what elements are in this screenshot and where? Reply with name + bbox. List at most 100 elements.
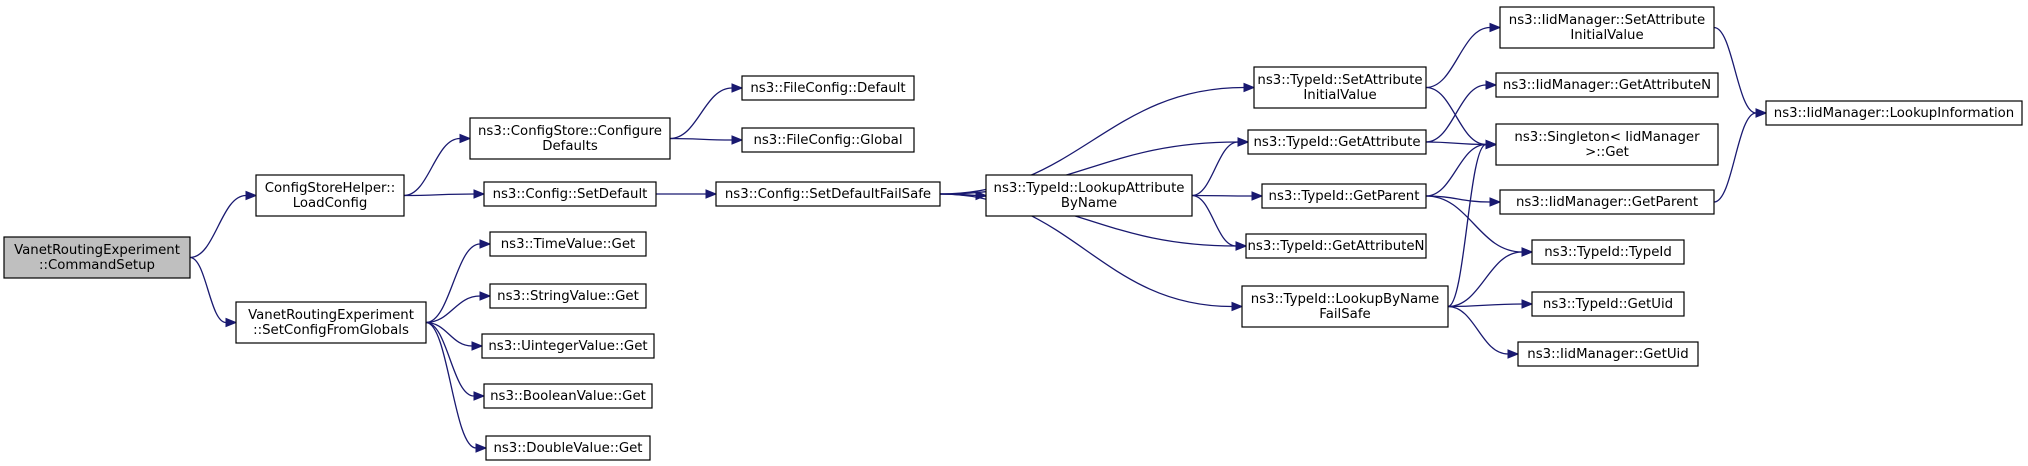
edge-tid-lkattr-to-tid-getattr: [1191, 137, 1250, 197]
arrowhead-icon: [731, 83, 744, 93]
node-uint-get[interactable]: ns3::UintegerValue::Get: [481, 333, 655, 359]
arrowhead-icon: [473, 391, 486, 401]
node-root[interactable]: VanetRoutingExperiment::CommandSetup: [3, 236, 191, 279]
node-box: [1495, 123, 1719, 166]
edge-tid-lkattr-to-tid-getpar: [1191, 191, 1264, 201]
edge-tid-lkbn-to-iid-getuid: [1447, 305, 1520, 359]
arrowhead-icon: [479, 291, 492, 301]
node-label: ns3::TypeId::GetUid: [1543, 297, 1673, 312]
node-box: [985, 174, 1193, 217]
edge-tid-lkbn-to-singleton: [1447, 139, 1498, 308]
node-label: ns3::TypeId::GetAttributeN: [1248, 239, 1425, 254]
edge-line: [1191, 194, 1253, 197]
node-dbl-get[interactable]: ns3::DoubleValue::Get: [485, 435, 651, 461]
edge-vre-setcfg-to-bool-get: [425, 321, 486, 401]
node-fc-default[interactable]: ns3::FileConfig::Default: [741, 75, 915, 101]
node-box: [1765, 100, 2023, 126]
edge-line: [425, 321, 473, 347]
node-vre-setcfg[interactable]: VanetRoutingExperiment::SetConfigFromGlo…: [235, 301, 427, 344]
node-cfg-sdfs[interactable]: ns3::Config::SetDefaultFailSafe: [715, 181, 941, 207]
node-bool-get[interactable]: ns3::BooleanValue::Get: [483, 383, 653, 409]
node-box: [1499, 6, 1715, 49]
arrowhead-icon: [475, 443, 488, 453]
node-iid-getpar[interactable]: ns3::IidManager::GetParent: [1499, 189, 1715, 215]
edge-tid-setinit-to-iid-setinit: [1425, 22, 1502, 89]
node-label: ns3::BooleanValue::Get: [490, 389, 646, 404]
edge-vre-setcfg-to-str-get: [425, 291, 492, 324]
node-box: [483, 383, 653, 409]
arrowhead-icon: [459, 133, 472, 144]
edge-line: [1425, 141, 1487, 146]
node-time-get[interactable]: ns3::TimeValue::Get: [489, 231, 647, 257]
node-label: ns3::IidManager::GetAttributeN: [1503, 78, 1711, 93]
node-label: InitialValue: [1570, 28, 1643, 43]
node-tid-getpar[interactable]: ns3::TypeId::GetParent: [1261, 183, 1427, 209]
edge-line: [403, 137, 461, 197]
arrowhead-icon: [1485, 80, 1498, 90]
node-str-get[interactable]: ns3::StringValue::Get: [489, 283, 647, 309]
arrowhead-icon: [731, 135, 744, 145]
arrowhead-icon: [1489, 197, 1502, 207]
node-label: ns3::IidManager::GetUid: [1527, 347, 1688, 362]
node-iid-lookup[interactable]: ns3::IidManager::LookupInformation: [1765, 100, 2023, 126]
node-box: [1531, 291, 1685, 317]
node-box: [3, 236, 191, 279]
edge-line: [1447, 305, 1509, 355]
node-label: VanetRoutingExperiment: [14, 243, 180, 258]
node-box: [1499, 189, 1715, 215]
node-label: >::Get: [1585, 145, 1629, 160]
node-box: [741, 75, 915, 101]
node-tid-getattrn[interactable]: ns3::TypeId::GetAttributeN: [1245, 233, 1427, 259]
edge-cfg-setdef-to-cfg-sdfs: [655, 189, 718, 199]
edge-tid-getattr-to-iid-getattrn: [1425, 80, 1498, 143]
edge-line: [1713, 112, 1757, 203]
edge-line: [425, 295, 481, 324]
node-label: ns3::ConfigStore::Configure: [478, 124, 662, 139]
node-box: [1531, 239, 1685, 265]
node-csh-load[interactable]: ConfigStoreHelper::LoadConfig: [255, 174, 405, 217]
node-label: InitialValue: [1303, 88, 1376, 103]
node-tid-getattr[interactable]: ns3::TypeId::GetAttribute: [1247, 129, 1427, 155]
node-tid-typeid[interactable]: ns3::TypeId::TypeId: [1531, 239, 1685, 265]
edge-line: [425, 321, 475, 397]
edge-csh-load-to-cfg-setdef: [403, 189, 486, 199]
arrowhead-icon: [225, 317, 238, 328]
edge-line: [189, 194, 247, 259]
node-cfg-setdef[interactable]: ns3::Config::SetDefault: [483, 181, 657, 207]
node-label: ns3::Config::SetDefaultFailSafe: [725, 187, 931, 202]
edge-line: [425, 321, 477, 449]
node-box: [1253, 66, 1427, 109]
edge-tid-lkattr-to-tid-getattrn: [1191, 194, 1248, 251]
node-box: [1247, 129, 1427, 155]
node-label: ns3::DoubleValue::Get: [493, 441, 642, 456]
node-box: [485, 435, 651, 461]
edge-line: [1447, 251, 1523, 308]
node-iid-getuid[interactable]: ns3::IidManager::GetUid: [1517, 341, 1699, 367]
node-box: [1245, 233, 1427, 259]
arrowhead-icon: [245, 190, 258, 201]
edge-vre-setcfg-to-time-get: [425, 239, 492, 324]
edge-line: [1713, 26, 1757, 114]
edge-tid-lkbn-to-tid-typeid: [1447, 247, 1534, 308]
node-fc-global[interactable]: ns3::FileConfig::Global: [741, 127, 915, 153]
node-label: ns3::TypeId::SetAttribute: [1257, 73, 1422, 88]
node-iid-getattrn[interactable]: ns3::IidManager::GetAttributeN: [1495, 72, 1719, 98]
node-label: VanetRoutingExperiment: [248, 308, 414, 323]
edge-line: [189, 256, 227, 324]
node-box: [483, 181, 657, 207]
node-box: [481, 333, 655, 359]
node-tid-getuid[interactable]: ns3::TypeId::GetUid: [1531, 291, 1685, 317]
node-label: ns3::IidManager::GetParent: [1516, 195, 1698, 210]
node-singleton[interactable]: ns3::Singleton< IidManager >::Get: [1495, 123, 1719, 166]
edge-line: [1425, 86, 1487, 146]
edge-line: [1191, 141, 1239, 197]
node-label: LoadConfig: [293, 196, 368, 211]
edge-vre-setcfg-to-uint-get: [425, 321, 484, 351]
arrowhead-icon: [1507, 349, 1520, 359]
node-label: ns3::StringValue::Get: [497, 289, 639, 304]
node-iid-setinit[interactable]: ns3::IidManager::SetAttributeInitialValu…: [1499, 6, 1715, 49]
